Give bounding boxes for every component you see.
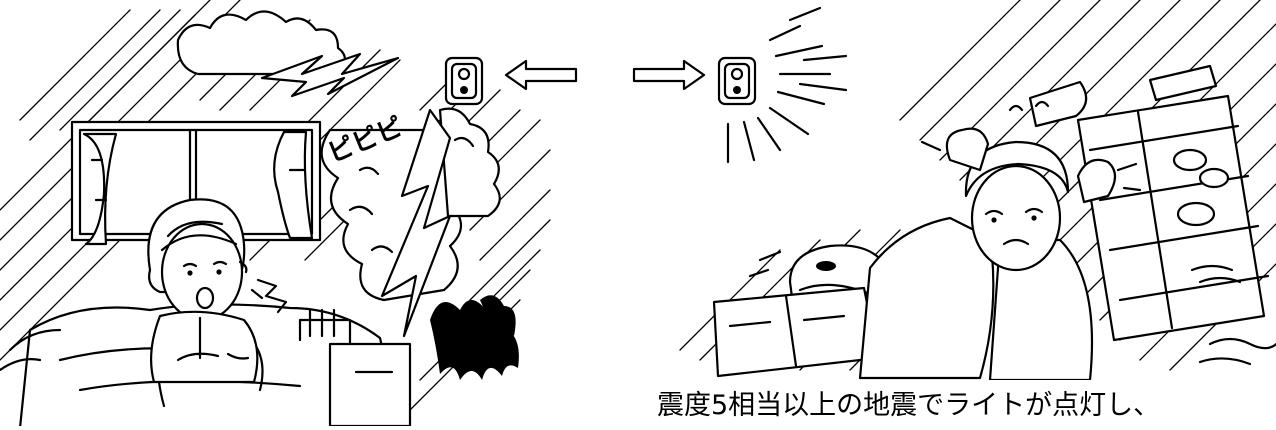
alarm-device-icon xyxy=(444,56,484,106)
alarm-device-lit-icon xyxy=(717,56,757,106)
shake-lines xyxy=(748,100,1276,366)
lightning-icon xyxy=(260,52,452,338)
arrow-right-icon xyxy=(632,59,706,91)
flame-icon xyxy=(430,295,519,380)
drawer-cabinet xyxy=(712,286,880,378)
left-scene-fire xyxy=(0,0,551,426)
frightened-woman xyxy=(858,127,1142,380)
arrow-left-icon xyxy=(504,59,578,91)
caption-text: 震度5相当以上の地震でライトが点灯し、 xyxy=(657,390,1161,421)
bedroom-window xyxy=(70,120,322,246)
startled-woman xyxy=(147,198,288,384)
right-scene-earthquake xyxy=(679,0,1276,380)
kitchen-shelf xyxy=(1028,64,1270,342)
light-burst-icon xyxy=(726,6,848,164)
